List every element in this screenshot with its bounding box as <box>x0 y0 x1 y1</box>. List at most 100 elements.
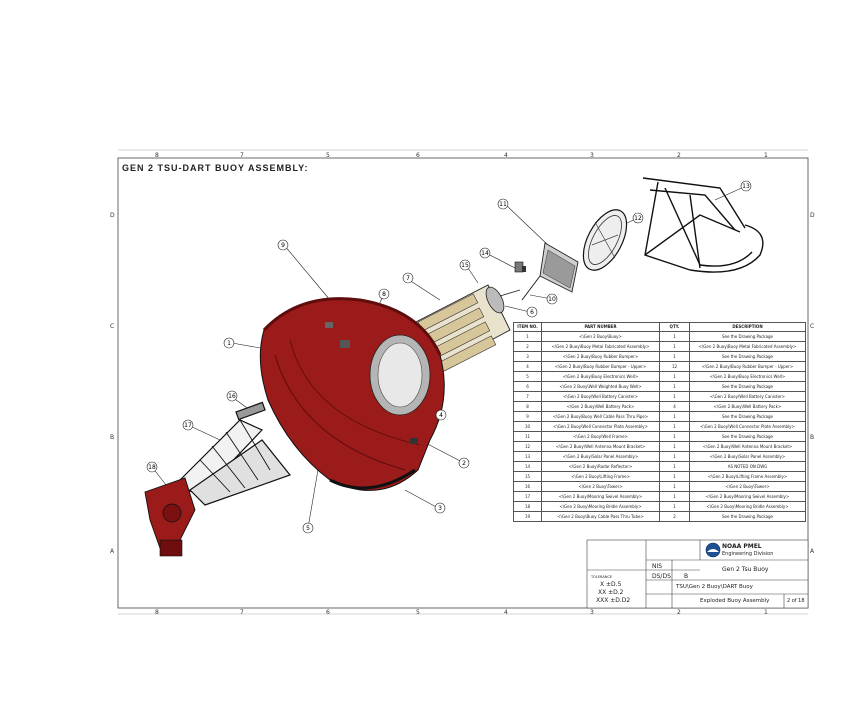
bom-item-no: 14 <box>513 461 542 472</box>
file-path: TSU\Gen 2 Buoy\DART Buoy <box>676 584 753 590</box>
buoy-hull <box>259 297 445 491</box>
bom-description: See the Drawing Package <box>689 331 806 342</box>
tolerance-2: XX ±D.2 <box>598 589 624 596</box>
svg-text:3: 3 <box>438 505 442 512</box>
bom-qty: 1 <box>659 461 690 472</box>
bom-part-number: <\Gen 2 Buoy\Buoy Electronics Well> <box>541 371 660 382</box>
svg-text:6: 6 <box>530 309 534 316</box>
bom-description: See the Drawing Package <box>689 411 806 422</box>
bom-description: <\Gen 2 Buoy\Mooring Bridle Assembly> <box>689 501 806 512</box>
callout-15: 15 <box>459 259 471 271</box>
org-dept: Engineering Division <box>722 551 774 557</box>
callout-balloons: 1 2 3 4 5 6 7 8 9 10 11 12 13 14 15 16 1… <box>146 180 752 534</box>
zone-bottom-4: 4 <box>504 609 508 616</box>
zone-right-c: C <box>810 323 815 330</box>
bill-of-materials: ITEM NO. PART NUMBER QTY. DESCRIPTION 1<… <box>513 322 806 522</box>
callout-11: 11 <box>497 198 509 210</box>
bom-part-number: <\Gen 2 Buoy\Solar Panel Assembly> <box>541 451 660 462</box>
bom-part-number: <\Gen 2 Buoy\Buoy Rubber Bumper> <box>541 351 660 362</box>
bom-part-number: <\Gen 2 Buoy\Buoy Well Cable Pass Thru P… <box>541 411 660 422</box>
sheet-border <box>117 157 809 609</box>
bom-description: <\Gen 2 Buoy\Lifting Frame Assembly> <box>689 471 806 482</box>
solar-panel-assembly <box>521 242 579 301</box>
bom-item-no: 11 <box>513 431 542 442</box>
svg-text:14: 14 <box>481 250 489 257</box>
zone-left-a: A <box>110 548 115 555</box>
bom-part-number: <\Gen 2 Buoy\Well Battery Pack> <box>541 401 660 412</box>
bom-header-part: PART NUMBER <box>541 322 660 332</box>
noaa-logo <box>705 542 721 558</box>
bom-item-no: 5 <box>513 371 542 382</box>
zone-left-c: C <box>110 323 115 330</box>
bom-row: 13<\Gen 2 Buoy\Solar Panel Assembly>1<\G… <box>513 451 806 462</box>
bom-part-number: <\Gen 2 Buoy\Buoy Rubber Bumper - Upper> <box>541 361 660 372</box>
bom-item-no: 15 <box>513 471 542 482</box>
tolerance-3: XXX ±D.D2 <box>596 597 631 604</box>
bom-row: 17<\Gen 2 Buoy\Mooring Swivel Assembly>1… <box>513 491 806 502</box>
bom-part-number: <\Gen 2 Buoy\Well Antenna Mount Bracket> <box>541 441 660 452</box>
bom-qty: 1 <box>659 431 690 442</box>
bom-part-number: <\Gen 2 Buoy\Well Frame> <box>541 431 660 442</box>
bom-description: <\Gen 2 Buoy\Buoy Electronics Well> <box>689 371 806 382</box>
bom-row: 7<\Gen 2 Buoy\Well Battery Canister>1<\G… <box>513 391 806 402</box>
bom-header-desc: DESCRIPTION <box>689 322 806 332</box>
sheet-number: 2 of 18 <box>787 598 805 604</box>
bom-description: <\Gen 2 Buoy\Well Battery Pack> <box>689 401 806 412</box>
svg-text:16: 16 <box>228 393 236 400</box>
callout-5: 5 <box>302 522 314 534</box>
svg-text:18: 18 <box>148 464 156 471</box>
bom-item-no: 2 <box>513 341 542 352</box>
bom-description: <\Gen 2 Buoy\Mooring Swivel Assembly> <box>689 491 806 502</box>
bom-part-number: <\Gen 2 Buoy\Mooring Swivel Assembly> <box>541 491 660 502</box>
bom-item-no: 6 <box>513 381 542 392</box>
callout-2: 2 <box>458 457 470 469</box>
bom-description: See the Drawing Package <box>689 351 806 362</box>
svg-text:17: 17 <box>184 422 192 429</box>
bom-item-no: 19 <box>513 511 542 522</box>
zone-right-b: B <box>810 434 815 441</box>
svg-text:9: 9 <box>281 242 285 249</box>
callout-10: 10 <box>546 293 558 305</box>
bom-header-qty: QTY. <box>659 322 690 332</box>
bom-qty: 1 <box>659 421 690 432</box>
drawn-by: NIS <box>652 563 663 570</box>
callout-18: 18 <box>146 461 158 473</box>
bom-qty: 1 <box>659 441 690 452</box>
bom-row: 8<\Gen 2 Buoy\Well Battery Pack>4<\Gen 2… <box>513 401 806 412</box>
bom-row: 2<\Gen 2 Buoy\Buoy Metal Fabricated Asse… <box>513 341 806 352</box>
bom-qty: 1 <box>659 371 690 382</box>
bom-qty: 1 <box>659 331 690 342</box>
bom-row: 15<\Gen 2 Buoy\Lifting Frame>1<\Gen 2 Bu… <box>513 471 806 482</box>
callout-13: 13 <box>740 180 752 192</box>
zone-bottom-2: 2 <box>677 609 681 616</box>
bom-item-no: 7 <box>513 391 542 402</box>
bom-part-number: <\Gen 2 Buoy\Mooring Bridle Assembly> <box>541 501 660 512</box>
bom-qty: 1 <box>659 381 690 392</box>
bom-qty: 1 <box>659 471 690 482</box>
zone-top-2: 2 <box>677 152 681 159</box>
bom-row: 19<\Gen 2 Buoy\Buoy Cable Pass Thru Tube… <box>513 511 806 522</box>
callout-6: 6 <box>526 306 538 318</box>
bom-part-number: <\Gen 2 Buoy\Buoy> <box>541 331 660 342</box>
bom-part-number: <\Gen 2 Buoy\Buoy Cable Pass Thru Tube> <box>541 511 660 522</box>
zone-top-5: 5 <box>326 152 330 159</box>
zone-bottom-1: 1 <box>764 609 768 616</box>
bom-qty: 2 <box>659 511 690 522</box>
bom-item-no: 17 <box>513 491 542 502</box>
callout-4: 4 <box>435 409 447 421</box>
callout-14: 14 <box>479 247 491 259</box>
callout-3: 3 <box>434 502 446 514</box>
callout-8: 8 <box>378 288 390 300</box>
svg-text:4: 4 <box>439 412 443 419</box>
bom-qty: 1 <box>659 451 690 462</box>
callout-17: 17 <box>182 419 194 431</box>
bom-description: See the Drawing Package <box>689 511 806 522</box>
checked-by: DS/DS <box>652 573 671 580</box>
bom-item-no: 12 <box>513 441 542 452</box>
svg-text:2: 2 <box>462 460 466 467</box>
